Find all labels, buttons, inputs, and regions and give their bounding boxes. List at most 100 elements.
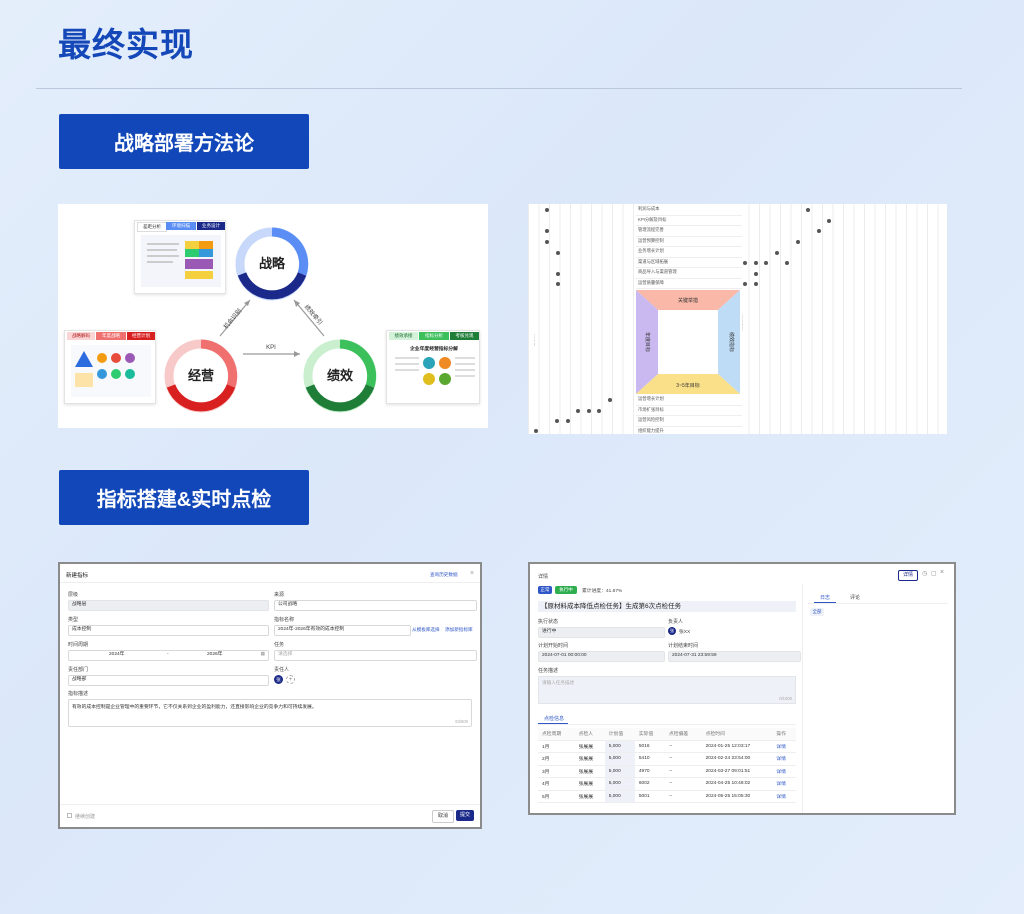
table-row: 2月 张展展 5,000 5410 -- 2024-02-24 23:54:00… [538, 752, 796, 766]
level-select[interactable]: 战略层 [68, 600, 269, 611]
name-label: 指标名称 [274, 617, 295, 623]
row-detail-link[interactable]: 详情 [772, 740, 796, 753]
expand-icon[interactable]: ▢ [931, 571, 937, 577]
submit-button[interactable]: 提交 [456, 810, 474, 821]
source-select[interactable]: 公司战略 [274, 600, 477, 611]
matrix-dot [817, 229, 821, 233]
continue-checkbox[interactable] [67, 813, 72, 818]
card-top-tag-3: 业务设计 [197, 222, 225, 230]
period-label: 时间周期 [68, 642, 89, 648]
dept-label: 责任部门 [68, 667, 89, 673]
dept-select[interactable]: 战略部 [68, 675, 269, 686]
matrix-dot [775, 251, 779, 255]
row-detail-link[interactable]: 详情 [772, 765, 796, 778]
add-owner-icon[interactable]: + [286, 675, 295, 684]
task-label: 任务 [274, 642, 285, 648]
matrix-top-rows: 利润与成本 KPI分解及目标 管理流程完善 运营预算控制 业务增长计划 渠道与区… [636, 204, 742, 290]
source-label: 来源 [274, 592, 285, 598]
matrix-row: KPI分解及目标 [636, 215, 742, 226]
strategy-cycle-panel: 战略 经营 绩效 机会识别 绩效牵引 KPI 差距分析 环境扫描 业务设计 [58, 204, 488, 428]
row-detail-link[interactable]: 详情 [772, 790, 796, 803]
x-right-trapezoid [718, 290, 740, 394]
card-left-content [71, 345, 151, 397]
matrix-dot [597, 409, 601, 413]
strategy-ring-arc [271, 227, 309, 276]
operation-ring-arc [200, 339, 238, 388]
card-right-content: 企业年度经营指标分解 [391, 345, 477, 399]
continue-label: 继续创建 [75, 814, 96, 820]
matrix-dot [827, 219, 831, 223]
add-library-link[interactable]: 添加新指标库 [445, 627, 473, 632]
owner-label: 责任人 [274, 667, 290, 673]
matrix-row: 运营风险控制 [636, 415, 742, 427]
task-desc-textarea[interactable]: 请输入任务描述 0/1000 [538, 676, 796, 704]
task-desc-label: 任务描述 [538, 668, 559, 674]
x-left-trapezoid [636, 290, 658, 394]
tab-check-info[interactable]: 点检信息 [544, 716, 565, 722]
matrix-dot [806, 208, 810, 212]
col-action: 操作 [772, 728, 796, 741]
matrix-row: 市场扩张目标 [636, 405, 742, 416]
x-matrix-center: 关键举措 年度目标 绩效指标 3~5年目标 [636, 290, 740, 394]
task-select[interactable]: 请选择 [274, 650, 477, 661]
template-link[interactable]: 从模板库选择 [412, 627, 440, 632]
end-input[interactable]: 2024-07-31 23:59:59 [668, 651, 801, 662]
x-right-label: 绩效指标 [728, 332, 735, 352]
desc-textarea[interactable]: 有效的成本控制是企业管理中的重要环节，它不仅关系到企业的盈利能力，还直接影响企业… [68, 699, 472, 727]
clock-icon[interactable]: ◷ [922, 571, 928, 577]
strategy-cycle-diagram: 战略 经营 绩效 机会识别 绩效牵引 KPI [164, 227, 377, 413]
tab-comment[interactable]: 评论 [850, 595, 861, 601]
strategy-ring-arc-dark [237, 272, 307, 300]
col-deviation: 点检偏差 [665, 728, 702, 741]
matrix-dot [796, 240, 800, 244]
cancel-button[interactable]: 取消 [432, 810, 454, 823]
close-icon[interactable]: × [470, 570, 475, 577]
table-row: 5月 张展展 5,000 5001 -- 2024-05-25 15:05:30… [538, 790, 796, 803]
name-input[interactable]: 2024年-2026年有效的成本控制 [274, 625, 411, 636]
card-right-tag-2: 指标分析 [419, 332, 449, 340]
card-top-tag-1: 差距分析 [137, 222, 167, 232]
matrix-dot [785, 261, 789, 265]
type-select[interactable]: 成本控制 [68, 625, 269, 636]
calendar-icon: ▦ [260, 652, 265, 657]
card-left-tag-3: 经营计划 [127, 332, 155, 340]
task-title: 【原材料成本降低点检任务】生成第6次点检任务 [538, 601, 796, 612]
matrix-row: 运营预算控制 [636, 236, 742, 247]
card-top-content [141, 235, 221, 287]
task-detail-window: 详情 详情 ◷ ▢ × 正常 执行中 累计进度：41.67% 【原材料成本降低点… [528, 562, 956, 815]
matrix-row: 业务增长计划 [636, 246, 742, 258]
card-left-tag-1: 战略解码 [67, 332, 95, 340]
level-label: 层级 [68, 592, 79, 598]
tab-log[interactable]: 日志 [820, 595, 831, 601]
card-performance-doc: 绩效承接 指标分析 考核兑现 企业年度经营指标分解 [386, 330, 480, 404]
form-title: 新建指标 [66, 573, 89, 579]
table-row: 3月 张展展 5,000 4970 -- 2024-03-27 09:01:51… [538, 765, 796, 778]
close-icon[interactable]: × [940, 569, 945, 576]
row-detail-link[interactable]: 详情 [772, 752, 796, 766]
matrix-dot [754, 272, 758, 276]
title-divider [36, 88, 962, 89]
matrix-dot [754, 282, 758, 286]
detail-edit-button[interactable]: 详情 [898, 570, 918, 581]
start-input[interactable]: 2024-07-01 00:00:00 [538, 651, 665, 662]
exec-status-select[interactable]: 进行中 [538, 627, 665, 638]
owner-avatar[interactable]: 张 [274, 675, 283, 684]
history-link[interactable]: 查询历史数据 [430, 572, 458, 577]
matrix-dot [608, 398, 612, 402]
matrix-dot [556, 272, 560, 276]
filter-all[interactable]: 全部 [810, 608, 824, 616]
period-from: 2024年 [109, 652, 125, 657]
task-desc-counter: 0/1000 [779, 696, 792, 701]
matrix-dot [566, 419, 570, 423]
row-detail-link[interactable]: 详情 [772, 777, 796, 791]
task-desc-placeholder: 请输入任务描述 [542, 680, 575, 685]
card-right-tag-1: 绩效承接 [389, 332, 418, 340]
operation-ring-arc-dark [166, 384, 236, 412]
owner-avatar: 张 [668, 627, 676, 635]
card-operation-doc: 战略解码 年度战略 经营计划 [64, 330, 156, 404]
matrix-dot [556, 251, 560, 255]
col-plan: 计划值 [604, 728, 635, 741]
period-range[interactable]: 2024年 - 2026年 ▦ [68, 650, 269, 661]
matrix-row: 组织能力提升 [636, 426, 742, 435]
desc-text: 有效的成本控制是企业管理中的重要环节，它不仅关系到企业的盈利能力，还直接影响企业… [72, 705, 317, 710]
